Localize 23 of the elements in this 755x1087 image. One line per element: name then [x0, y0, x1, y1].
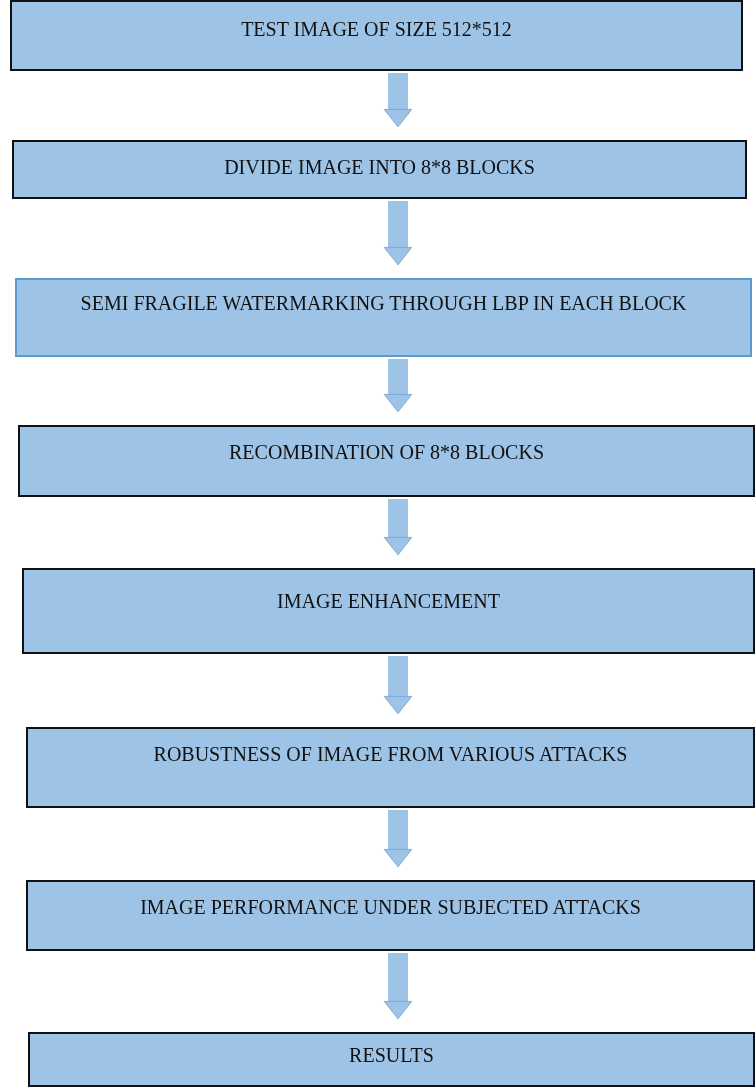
step-label: TEST IMAGE OF SIZE 512*512 — [240, 17, 513, 42]
step-label: RECOMBINATION OF 8*8 BLOCKS — [228, 440, 545, 465]
process-box — [28, 1032, 755, 1087]
step-label: ROBUSTNESS OF IMAGE FROM VARIOUS ATTACKS — [152, 742, 629, 767]
step-label: IMAGE PERFORMANCE UNDER SUBJECTED ATTACKS — [139, 895, 642, 920]
process-box — [15, 278, 752, 357]
block-arrow — [383, 359, 413, 413]
block-arrow — [383, 73, 413, 128]
process-box — [10, 0, 743, 71]
step-label: RESULTS — [348, 1043, 435, 1068]
process-box — [26, 727, 755, 808]
step-label: IMAGE ENHANCEMENT — [276, 589, 501, 614]
block-arrow — [383, 499, 413, 556]
step-label: SEMI FRAGILE WATERMARKING THROUGH LBP IN EACH BLOCK — [79, 291, 688, 316]
block-arrow — [383, 201, 413, 266]
block-arrow — [383, 656, 413, 715]
step-label: DIVIDE IMAGE INTO 8*8 BLOCKS — [223, 155, 536, 180]
process-box — [22, 568, 755, 654]
process-box — [12, 140, 747, 199]
process-box — [18, 425, 755, 497]
block-arrow — [383, 810, 413, 868]
block-arrow — [383, 953, 413, 1020]
process-box — [26, 880, 755, 951]
